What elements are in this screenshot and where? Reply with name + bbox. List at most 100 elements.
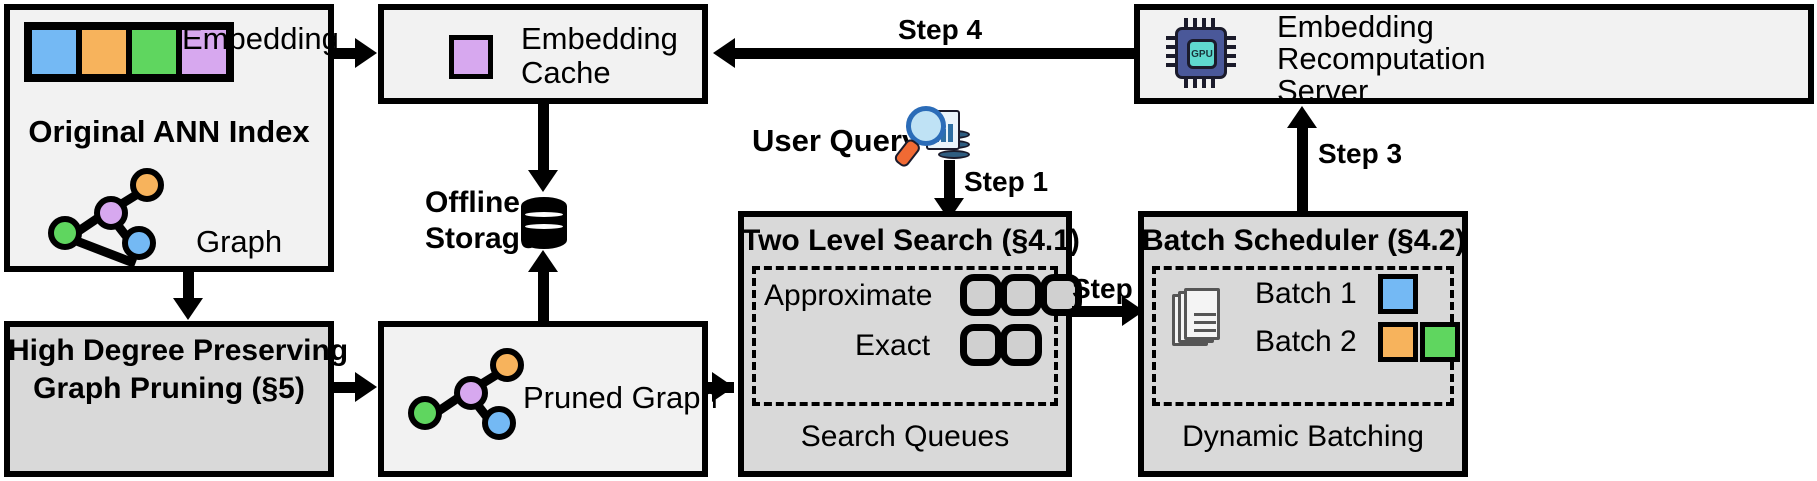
batch-2-swatch-orange — [1378, 322, 1418, 362]
gpu-pin — [1184, 77, 1188, 88]
gpu-pin — [1193, 77, 1197, 88]
arrow-step3-shaft — [1297, 128, 1308, 212]
graph-node-purple — [94, 196, 128, 230]
graph-node-purple — [454, 376, 488, 410]
original-graph-widget — [44, 168, 174, 268]
arrow-step4-shaft — [735, 48, 1134, 59]
graph-label: Graph — [196, 224, 283, 259]
offline-storage-label-line2: Storage — [425, 222, 537, 255]
gpu-chip-body: GPU — [1175, 27, 1227, 79]
query-doc-bar — [948, 124, 953, 142]
graph-node-orange — [490, 348, 524, 382]
gpu-pin — [1225, 63, 1236, 67]
embedding-cache-title-line2: Cache — [521, 55, 611, 90]
embedding-label: Embedding — [182, 21, 339, 56]
graph-node-orange — [130, 168, 164, 202]
pruned-graph-box — [378, 321, 708, 477]
arrow-cache-to-storage-shaft — [538, 104, 549, 172]
approximate-queue-slot — [1000, 274, 1042, 316]
gpu-pin — [1225, 36, 1236, 40]
search-queues-footer: Search Queues — [800, 420, 1010, 453]
exact-queue-slot — [960, 324, 1002, 366]
graph-node-blue — [482, 406, 516, 440]
embedding-cell-blue — [29, 27, 79, 77]
document-line — [1194, 313, 1216, 316]
arrow-pruning-to-pruned-head — [355, 372, 377, 402]
gpu-pin — [1202, 77, 1206, 88]
documents-icon — [1172, 288, 1228, 354]
db-seam — [525, 212, 563, 217]
dynamic-batching-footer: Dynamic Batching — [1182, 420, 1424, 453]
gpu-pin — [1166, 54, 1177, 58]
gpu-chip-core: GPU — [1187, 39, 1217, 69]
db-bottom — [521, 231, 567, 249]
gpu-chip-text: GPU — [1191, 49, 1213, 60]
batch-2-swatch-green — [1420, 322, 1460, 362]
graph-node-green — [48, 216, 82, 250]
arrow-pruned-to-storage-head — [528, 250, 558, 272]
offline-storage-label-line1: Offline — [425, 186, 520, 219]
embedding-cache-box — [378, 4, 708, 104]
arrow-index-to-cache-shaft — [334, 48, 360, 59]
query-db-layer — [938, 150, 970, 159]
gpu-pin — [1225, 45, 1236, 49]
arrow-pruned-to-search-head — [712, 372, 734, 402]
graph-node-blue — [122, 226, 156, 260]
document-line — [1194, 321, 1216, 324]
original-ann-index-title: Original ANN Index — [28, 114, 310, 149]
gpu-pin — [1202, 18, 1206, 29]
embedding-cell-orange — [79, 27, 129, 77]
query-magnifier-lens — [906, 106, 946, 146]
embedding-cell-purple — [179, 27, 229, 77]
arrow-step1-shaft — [944, 160, 955, 202]
batch-scheduler-title: Batch Scheduler (§4.2) — [1142, 224, 1466, 257]
document-line — [1194, 329, 1216, 332]
embedding-cell-green — [129, 27, 179, 77]
two-level-search-title: Two Level Search (§4.1) — [742, 224, 1080, 257]
arrow-index-to-pruning-head — [173, 298, 203, 320]
graph-pruning-title-line1: High Degree Preserving — [8, 334, 349, 367]
exact-queue-slot — [1000, 324, 1042, 366]
document-sheet-front — [1184, 288, 1220, 340]
pruned-graph-widget — [404, 344, 534, 444]
graph-node-green — [408, 396, 442, 430]
database-icon — [521, 197, 567, 249]
arrow-cache-to-storage-head — [528, 170, 558, 192]
arrow-step3-head — [1287, 106, 1317, 128]
gpu-pin — [1225, 54, 1236, 58]
gpu-pin — [1211, 18, 1215, 29]
approximate-queue-slot — [960, 274, 1002, 316]
step1-label: Step 1 — [964, 166, 1049, 197]
batch-2-label: Batch 2 — [1255, 325, 1357, 358]
embedding-cache-swatch — [449, 35, 493, 79]
arrow-step2-shaft — [1072, 306, 1128, 317]
step3-label: Step 3 — [1318, 138, 1403, 169]
pruned-graph-label: Pruned Graph — [523, 380, 718, 415]
arrow-pruning-to-pruned-shaft — [334, 382, 360, 393]
gpu-pin — [1193, 18, 1197, 29]
recomputation-server-title-line1: Embedding — [1277, 9, 1434, 44]
step4-label: Step 4 — [898, 14, 983, 45]
recomputation-server-title-line2: Recomputation — [1277, 41, 1486, 76]
gpu-pin — [1184, 18, 1188, 29]
recomputation-server-box — [1134, 4, 1814, 104]
batch-1-swatch-blue — [1378, 274, 1418, 314]
search-queues-panel — [752, 266, 1058, 406]
batch-1-label: Batch 1 — [1255, 277, 1357, 310]
gpu-pin — [1211, 77, 1215, 88]
search-document-database-icon — [892, 104, 972, 170]
user-query-label: User Query — [752, 123, 920, 158]
embedding-cache-title-line1: Embedding — [521, 21, 678, 56]
db-seam — [525, 224, 563, 229]
gpu-pin — [1166, 63, 1177, 67]
arrow-step4-head — [713, 38, 735, 68]
exact-row-label: Exact — [855, 329, 931, 362]
arrow-index-to-cache-head — [355, 38, 377, 68]
gpu-chip-icon: GPU — [1164, 16, 1238, 90]
arrow-pruned-to-storage-shaft — [538, 272, 549, 322]
gpu-pin — [1166, 36, 1177, 40]
graph-pruning-title-line2: Graph Pruning (§5) — [33, 372, 305, 405]
approximate-row-label: Approximate — [764, 279, 933, 312]
recomputation-server-title-line3: Server — [1277, 73, 1369, 108]
